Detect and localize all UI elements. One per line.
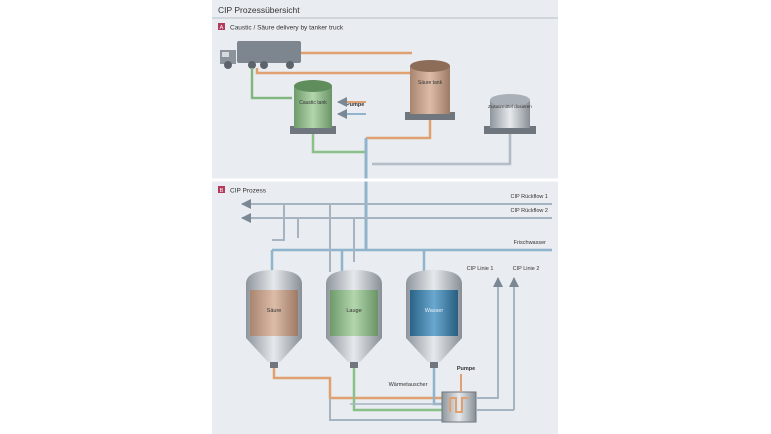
bottom-pump-label: Pumpe <box>457 366 475 372</box>
caustic-tank: Caustic tank <box>290 80 336 134</box>
acid-fill-line <box>255 68 412 75</box>
additive-tank-label: Zusatzmittel dosieren <box>488 104 532 109</box>
tanker-truck-icon <box>220 41 301 69</box>
acid-tank: Säure tank <box>405 60 455 120</box>
return-flow-1-label: CIP Rückflow 1 <box>511 194 549 200</box>
acid-vessel: Säure <box>246 270 302 368</box>
supply-1-label: CIP Linie 1 <box>467 266 494 272</box>
section-a-title: Caustic / Säure delivery by tanker truck <box>230 25 344 32</box>
section-b-badge <box>218 186 225 193</box>
acid-tank-label: Säure tank <box>418 80 443 86</box>
process-diagram-panel: CIP Prozessübersicht A Caustic / Säure d… <box>212 0 558 434</box>
section-b-badge-text: B <box>220 188 224 194</box>
heat-exchanger-label: Wärmetauscher <box>389 382 428 388</box>
section-a-badge <box>218 23 225 30</box>
return-flow-2-label: CIP Rückflow 2 <box>511 208 549 214</box>
top-pump-label: Pumpe <box>346 102 364 108</box>
section-b-title: CIP Prozess <box>230 188 267 195</box>
supply-2-label: CIP Linie 2 <box>513 266 540 272</box>
page-title: CIP Prozessübersicht <box>218 5 300 15</box>
caustic-vessel-label: Lauge <box>346 308 361 314</box>
acid-vessel-label: Säure <box>267 308 282 314</box>
heat-exchanger <box>441 391 477 423</box>
water-vessel: Wasser <box>406 270 462 368</box>
additive-tank: Zusatzmittel dosieren <box>484 94 536 134</box>
fresh-water-label: Frischwasser <box>514 240 547 246</box>
caustic-tank-label: Caustic tank <box>299 100 327 106</box>
process-diagram: CIP Prozessübersicht A Caustic / Säure d… <box>212 5 558 423</box>
water-vessel-label: Wasser <box>425 308 444 314</box>
caustic-vessel: Lauge <box>326 270 382 368</box>
section-a-badge-text: A <box>220 25 224 31</box>
